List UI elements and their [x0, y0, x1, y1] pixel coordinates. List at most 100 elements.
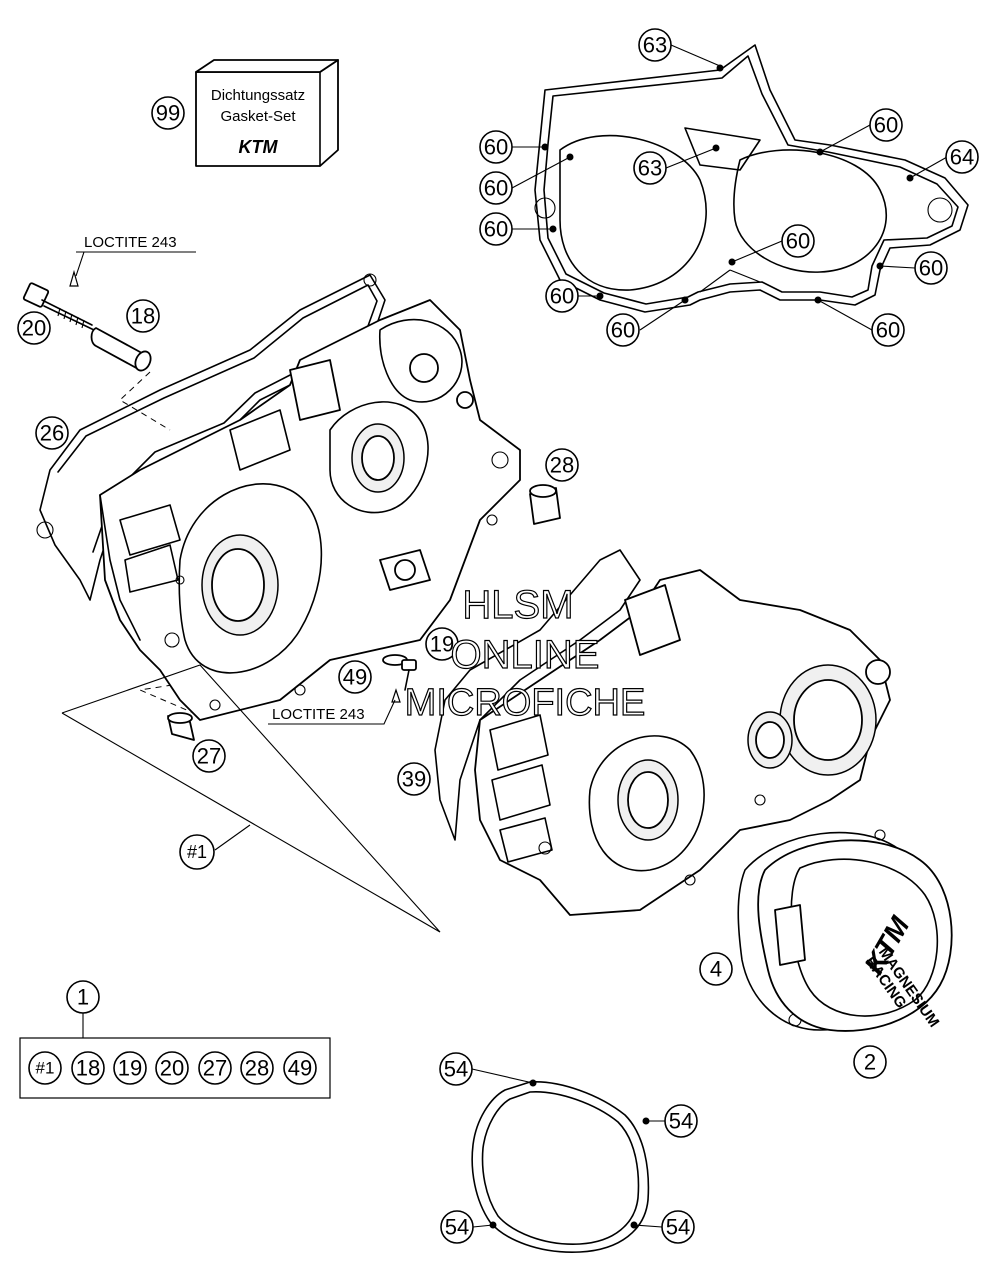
callout-4[interactable]: 4	[699, 952, 733, 986]
svg-text:4: 4	[710, 957, 722, 982]
left-crankcase-half	[99, 299, 521, 721]
callout-28[interactable]: 28	[545, 448, 579, 482]
gasket-set-line1: Dichtungssatz	[211, 87, 305, 104]
svg-text:2: 2	[864, 1050, 876, 1075]
svg-text:18: 18	[131, 304, 155, 329]
loctite-drop-icon	[69, 269, 79, 287]
loctite-label-upper: LOCTITE 243	[84, 234, 177, 251]
callout-63-top[interactable]: 63	[638, 28, 672, 62]
svg-text:63: 63	[643, 33, 667, 58]
leaders-upper-gasket	[511, 44, 948, 331]
callout-60-d[interactable]: 60	[545, 279, 579, 313]
callout-54-b[interactable]: 54	[664, 1104, 698, 1138]
svg-text:20: 20	[160, 1056, 184, 1081]
svg-text:27: 27	[197, 744, 221, 769]
watermark-line1: HLSM	[462, 583, 573, 627]
callout-63-mid[interactable]: 63	[633, 151, 667, 185]
callout-99[interactable]: 99	[151, 96, 185, 130]
svg-text:60: 60	[919, 256, 943, 281]
svg-text:19: 19	[430, 632, 454, 657]
svg-text:26: 26	[40, 421, 64, 446]
svg-text:27: 27	[203, 1056, 227, 1081]
svg-text:#1: #1	[36, 1059, 55, 1078]
callout-54-d[interactable]: 54	[661, 1210, 695, 1244]
svg-text:49: 49	[343, 665, 367, 690]
callout-2[interactable]: 2	[853, 1045, 887, 1079]
svg-text:60: 60	[484, 135, 508, 160]
callout-27[interactable]: 27	[192, 739, 226, 773]
crankcase-set-bracket	[61, 664, 441, 933]
callout-1[interactable]: 1	[66, 980, 100, 1014]
leader-54-a	[471, 1068, 534, 1084]
callout-60-e[interactable]: 60	[606, 313, 640, 347]
cover-gasket-upper	[534, 44, 969, 313]
svg-text:#1: #1	[187, 842, 207, 862]
svg-text:28: 28	[550, 453, 574, 478]
svg-text:64: 64	[950, 145, 974, 170]
svg-text:60: 60	[876, 318, 900, 343]
kit-item[interactable]: 18	[71, 1051, 105, 1085]
screw-washer-parts	[382, 654, 417, 703]
callout-crankcase-set[interactable]: #1	[179, 834, 215, 870]
dots-upper-gasket	[541, 64, 914, 304]
svg-text:60: 60	[550, 284, 574, 309]
right-crankcase-half	[474, 569, 891, 916]
watermark: HLSM ONLINE MICROFICHE	[404, 582, 646, 724]
callout-60-a[interactable]: 60	[479, 130, 513, 164]
callout-60-b[interactable]: 60	[479, 171, 513, 205]
loctite-leader-lower	[268, 699, 396, 725]
svg-text:54: 54	[444, 1057, 468, 1082]
dashed-line-sleeve	[119, 371, 171, 431]
watermark-line3: MICROFICHE	[405, 682, 646, 724]
gasket-set-logo: KTM	[239, 137, 279, 157]
callout-19[interactable]: 19	[425, 627, 459, 661]
lower-cover-gasket	[471, 1081, 650, 1253]
callout-64[interactable]: 64	[945, 140, 979, 174]
gasket-set-line2: Gasket-Set	[220, 108, 296, 125]
kit-item[interactable]: 20	[155, 1051, 189, 1085]
callout-60-g[interactable]: 60	[781, 224, 815, 258]
bolt-part	[22, 282, 95, 331]
leader-54-c	[472, 1224, 494, 1228]
kit-item[interactable]: 49	[283, 1051, 317, 1085]
sleeve-part	[90, 327, 152, 372]
right-crankcase-gasket	[434, 549, 641, 841]
callout-54-a[interactable]: 54	[439, 1052, 473, 1086]
svg-text:60: 60	[484, 176, 508, 201]
svg-text:28: 28	[245, 1056, 269, 1081]
kit-item[interactable]: #1	[28, 1051, 62, 1085]
ignition-cover: KTM RACING MAGNESIUM	[757, 839, 953, 1032]
callout-60-c[interactable]: 60	[479, 212, 513, 246]
svg-text:19: 19	[118, 1056, 142, 1081]
dowel-part	[167, 712, 195, 741]
loctite-leader-upper	[75, 251, 85, 277]
callout-54-c[interactable]: 54	[440, 1210, 474, 1244]
gasket-set-box: Dichtungssatz Gasket-Set KTM	[195, 59, 339, 167]
callout-60-h[interactable]: 60	[914, 251, 948, 285]
callout-20[interactable]: 20	[17, 311, 51, 345]
callout-60-f[interactable]: 60	[869, 108, 903, 142]
svg-text:63: 63	[638, 156, 662, 181]
svg-text:20: 20	[22, 316, 46, 341]
callout-60-i[interactable]: 60	[871, 313, 905, 347]
dots-lower-gasket	[489, 1079, 650, 1229]
svg-text:60: 60	[611, 318, 635, 343]
watermark-line2: ONLINE	[451, 633, 600, 677]
callout-49[interactable]: 49	[338, 660, 372, 694]
callout-39[interactable]: 39	[397, 762, 431, 796]
kit-item[interactable]: 19	[113, 1051, 147, 1085]
callout-26[interactable]: 26	[35, 416, 69, 450]
callout-18[interactable]: 18	[126, 299, 160, 333]
svg-text:60: 60	[874, 113, 898, 138]
svg-text:54: 54	[666, 1215, 690, 1240]
crankcase-set-leader	[214, 824, 251, 851]
leader-54-d	[633, 1224, 663, 1228]
svg-text:60: 60	[786, 229, 810, 254]
kit-item[interactable]: 28	[240, 1051, 274, 1085]
svg-text:39: 39	[402, 767, 426, 792]
bushing-part	[529, 484, 561, 525]
loctite-label-lower: LOCTITE 243	[272, 706, 365, 723]
kit-item[interactable]: 27	[198, 1051, 232, 1085]
